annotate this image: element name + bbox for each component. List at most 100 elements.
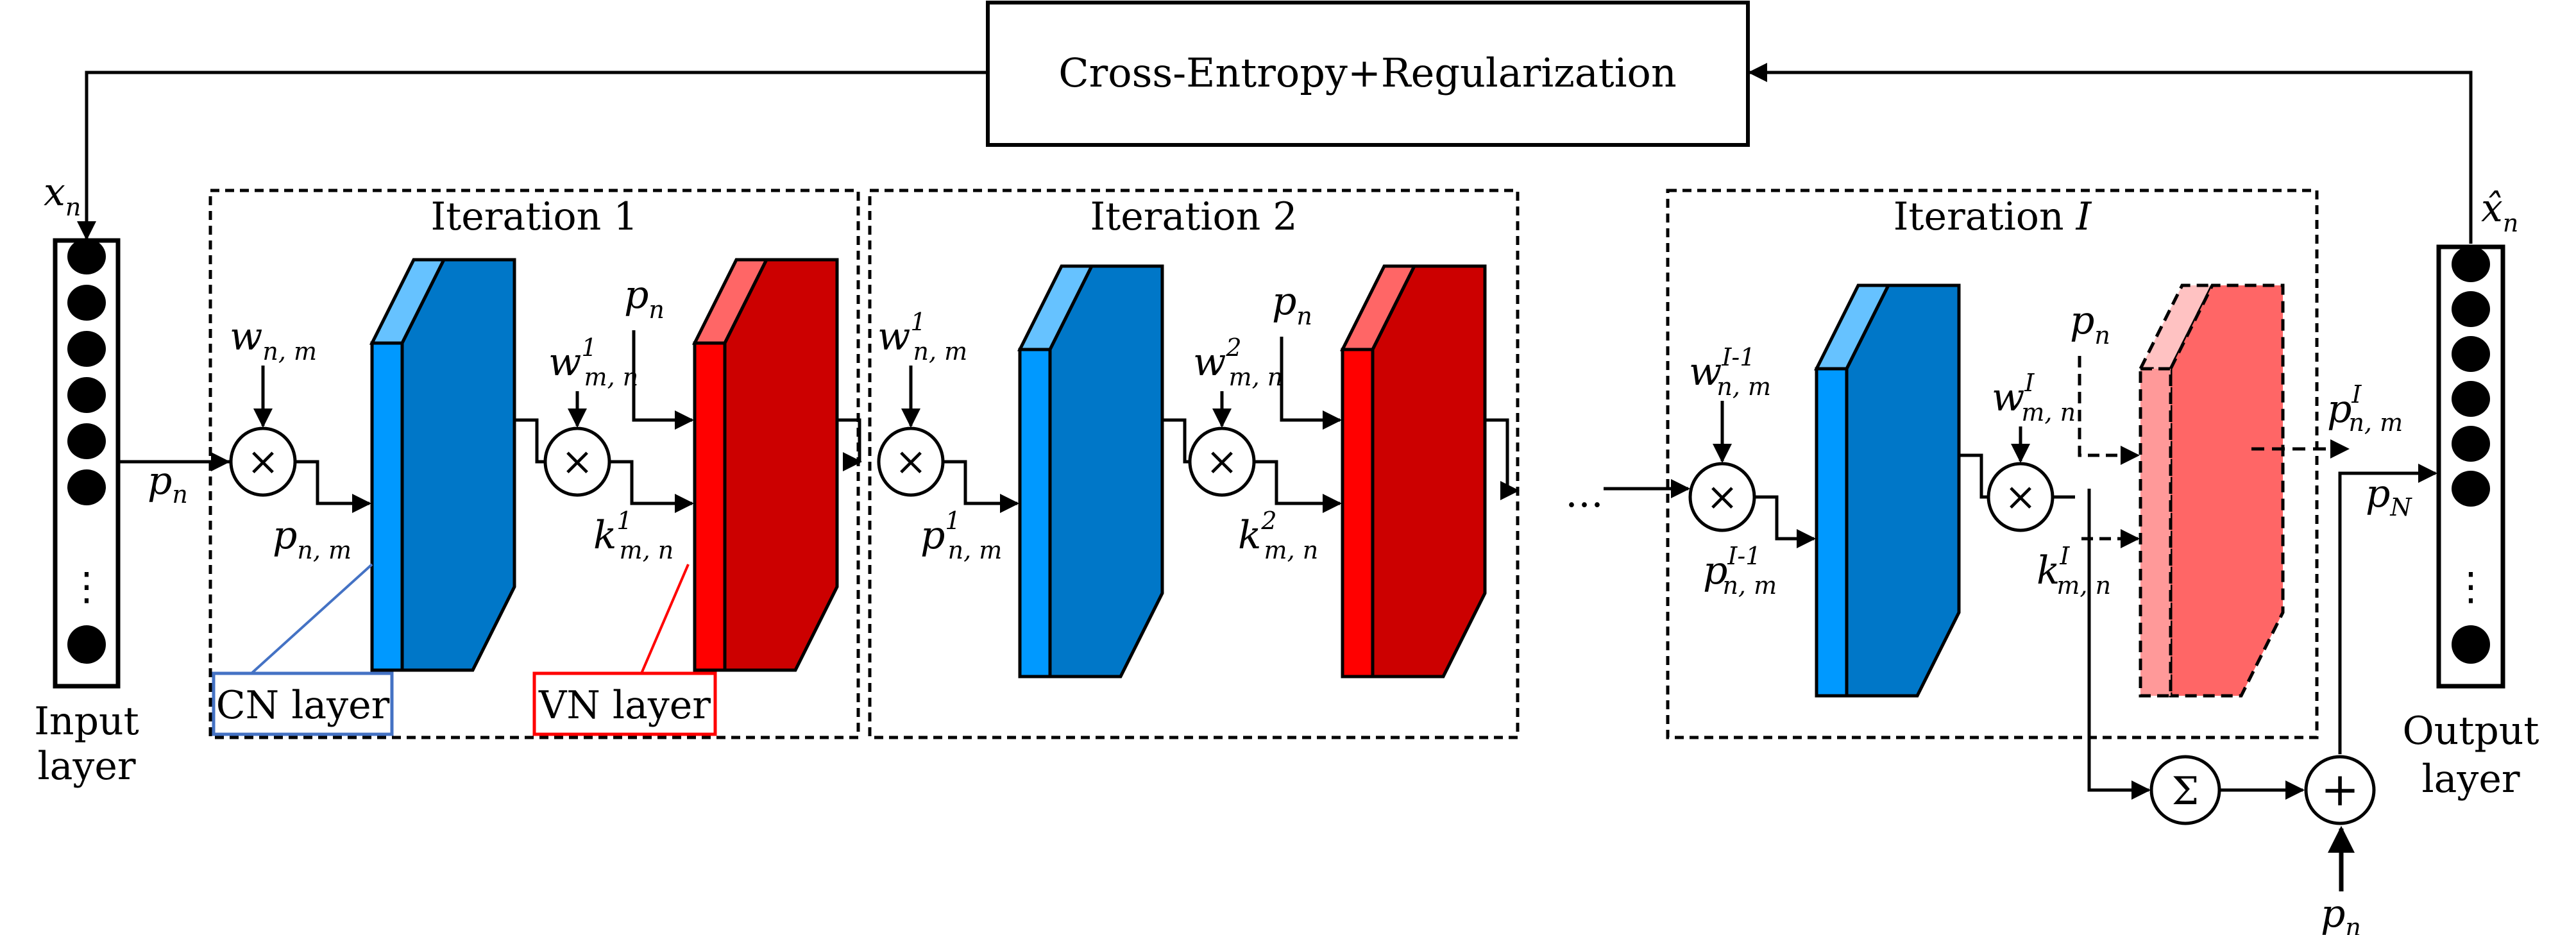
pn-input-label: pn (148, 459, 188, 509)
vn-layer-side (723, 258, 839, 672)
input-node-last (67, 625, 106, 664)
vn-to-next-arrow (1485, 418, 1520, 500)
multiply-symbol: × (895, 439, 927, 484)
sum-node: Σ (2149, 755, 2221, 825)
pn-bottom-label: pn (2321, 891, 2361, 935)
mul-to-vn-arrow (609, 460, 694, 513)
input-ellipsis: ⋮ (67, 564, 106, 609)
neuron-node (67, 423, 106, 459)
neuron-node (67, 239, 106, 274)
multiply-symbol: × (1206, 439, 1238, 484)
vn-layer-front (2139, 367, 2173, 698)
p-in-label: pn, m (273, 513, 352, 564)
pn-to-vn-arrow (1280, 337, 1342, 430)
add-circle (2304, 755, 2376, 825)
output-symbol: x̂n (2481, 186, 2518, 237)
iteration-title: Iteration 1 (430, 194, 638, 239)
vn-layer-front (1341, 348, 1375, 678)
cn-callout-label: CN layer (216, 683, 390, 728)
iteration-frame (1666, 189, 2319, 739)
cn-to-mul-line (1162, 418, 1190, 464)
sum-symbol: Σ (2172, 769, 2199, 814)
add-to-output-line (2338, 464, 2437, 754)
vn-layer-side (1371, 264, 1487, 678)
feedback-line-right (1748, 63, 2473, 244)
iteration-title: Iteration 2 (1090, 194, 1297, 239)
multiply-symbol: × (561, 439, 593, 484)
loss-box (986, 1, 1750, 147)
neuron-node (67, 469, 106, 505)
cn-callout-leader (250, 563, 373, 675)
output-node-last (2452, 625, 2490, 664)
vn-layer-front (693, 341, 727, 672)
neuron-node (2452, 381, 2490, 417)
output-layer-label-2: layer (2421, 757, 2520, 802)
input-symbol: xn (44, 170, 81, 221)
cn-layer-side (1048, 264, 1164, 678)
input-nodes (67, 239, 106, 505)
add-node: + (2304, 755, 2376, 825)
loss-label: Cross-Entropy+Regularization (1058, 49, 1677, 96)
loss-block: Cross-Entropy+Regularization (986, 1, 1750, 147)
output-nodes (2452, 246, 2490, 507)
weight-in-label: wn, m (230, 314, 317, 366)
mul-to-vn-arrow (1254, 460, 1342, 513)
iteration-frame (868, 189, 1520, 739)
output-ellipsis: ⋮ (2452, 564, 2490, 609)
iteration-title: Iteration I (1894, 194, 2092, 239)
pn-to-vn-arrow (2078, 356, 2140, 465)
iteration-ellipsis: … (1565, 471, 1604, 516)
cn-callout-box (212, 671, 394, 736)
feedback-line-left (77, 71, 988, 240)
cn-callout: CN layer (212, 563, 394, 736)
neuron-node (2452, 336, 2490, 372)
vn-callout-label: VN layer (538, 683, 711, 728)
pn-label: pn (624, 273, 665, 324)
vn-callout-box (532, 671, 717, 736)
vn-callout-leader (640, 564, 690, 674)
cn-to-mul-line (1959, 453, 1988, 499)
output-path (2087, 464, 2437, 891)
cn-layer-front (1018, 348, 1052, 678)
cn-layer-front (1815, 367, 1849, 698)
cn-to-mul-line (514, 418, 545, 464)
input-layer-label-2: layer (37, 744, 135, 789)
k-to-sum-line (2087, 489, 2151, 800)
pn-label: pn (2070, 298, 2110, 350)
feedback-path (77, 63, 2473, 244)
pN-label: pN (2366, 471, 2412, 521)
neuron-node (2452, 426, 2490, 462)
mul-to-cn-arrow (295, 460, 371, 513)
vn-layer-side (2169, 283, 2285, 698)
mul-to-cn-arrow (943, 460, 1019, 513)
neuron-node (67, 285, 106, 321)
output-layer: ⋮ Output layer x̂n (2402, 186, 2539, 802)
neuron-node (2452, 291, 2490, 327)
vn-to-next-arrow (837, 418, 862, 471)
multiply-symbol: × (2004, 475, 2037, 519)
neuron-node (67, 331, 106, 367)
multiply-symbol: × (1706, 475, 1738, 519)
cn-layer-side (400, 258, 516, 672)
cn-layer-side (1845, 283, 1961, 698)
vn-callout: VN layer (532, 564, 717, 736)
output-layer-label-1: Output (2402, 709, 2539, 754)
neuron-node (2452, 471, 2490, 507)
input-layer: ⋮ Input layer xn (34, 170, 139, 789)
pn-label: pn (1272, 279, 1312, 330)
mul-to-cn-arrow (1754, 495, 1816, 548)
